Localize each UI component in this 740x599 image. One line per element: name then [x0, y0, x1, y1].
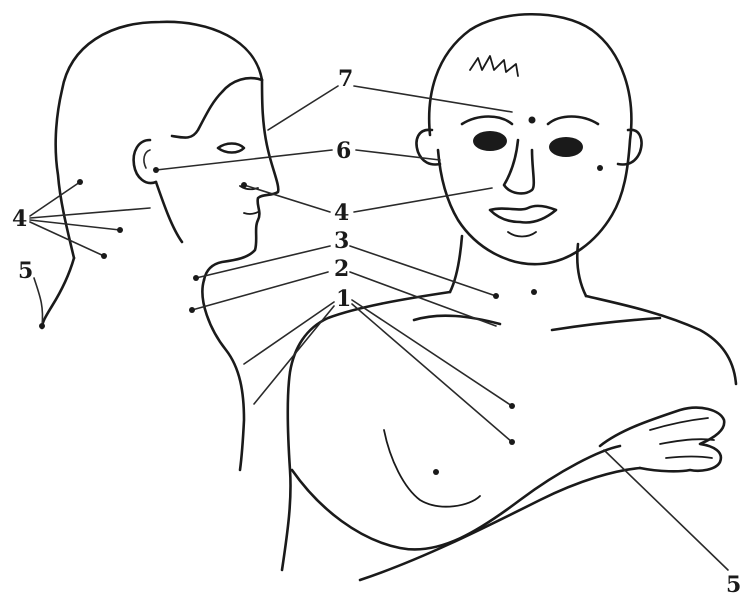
point-6-profile	[153, 167, 159, 173]
point-3-profile	[193, 275, 199, 281]
point-6-cheek	[597, 165, 603, 171]
point-5-side	[39, 323, 45, 329]
label-4-side: 4	[12, 206, 27, 232]
front-chin	[508, 232, 536, 237]
front-shoulder-line	[282, 292, 450, 570]
front-mouth	[490, 206, 556, 223]
profile-face	[204, 80, 278, 280]
point-1-chest-b	[509, 439, 515, 445]
front-eye-right	[549, 137, 583, 157]
profile-ear-inner	[144, 150, 150, 168]
label-5-side: 5	[18, 258, 33, 284]
leader-1-front-b	[352, 304, 512, 442]
leader-4-side-a	[30, 182, 80, 216]
front-arm-lower	[360, 468, 640, 580]
label-5-hand: 5	[726, 572, 740, 598]
profile-eye	[218, 144, 244, 153]
point-4-side-a	[77, 179, 83, 185]
profile-neck-back	[42, 258, 74, 328]
point-3-throat-b	[531, 289, 537, 295]
leader-2-profile	[192, 272, 328, 310]
profile-ear	[134, 140, 156, 183]
profile-head-outline	[56, 22, 262, 258]
leader-1-profile-b	[254, 306, 334, 404]
label-6: 6	[336, 138, 351, 164]
front-brow-left	[462, 117, 512, 125]
front-neck-right	[577, 244, 586, 296]
front-brow-right	[548, 117, 598, 125]
front-eye-left	[473, 131, 507, 151]
label-4-center: 4	[334, 200, 349, 226]
leader-3-front	[350, 246, 496, 296]
leader-1-profile-a	[244, 302, 334, 364]
front-chest-contour	[384, 430, 480, 507]
leader-3-profile	[196, 246, 330, 278]
front-nipple	[433, 469, 439, 475]
profile-figure	[42, 22, 278, 470]
label-1: 1	[336, 286, 351, 312]
leader-4-front	[354, 188, 492, 212]
front-nose	[504, 140, 534, 193]
front-arm-upper	[292, 446, 620, 549]
point-2-profile	[189, 307, 195, 313]
profile-shoulder	[202, 280, 244, 470]
acupoints	[39, 117, 603, 446]
leader-4-side-b	[30, 208, 150, 218]
front-head-outline	[429, 14, 631, 264]
leader-6-front	[356, 150, 440, 160]
front-hair-tufts	[470, 56, 518, 76]
profile-hairline	[172, 78, 262, 138]
point-4-side-c	[101, 253, 107, 259]
front-fingers	[650, 418, 714, 458]
point-1-chest-a	[509, 403, 515, 409]
leader-7-profile	[268, 86, 338, 130]
profile-mouth	[244, 212, 258, 214]
point-4-side-b	[117, 227, 123, 233]
front-clavicle-right	[552, 318, 660, 330]
profile-jaw	[156, 182, 182, 242]
leader-6-profile	[156, 150, 332, 170]
front-shoulder-right	[586, 296, 736, 384]
label-3: 3	[334, 228, 349, 254]
point-3-throat	[493, 293, 499, 299]
point-7-forehead	[529, 117, 536, 124]
label-2: 2	[334, 256, 349, 282]
point-4-profile	[241, 182, 247, 188]
label-7: 7	[338, 66, 353, 92]
leader-5-side	[34, 278, 43, 326]
